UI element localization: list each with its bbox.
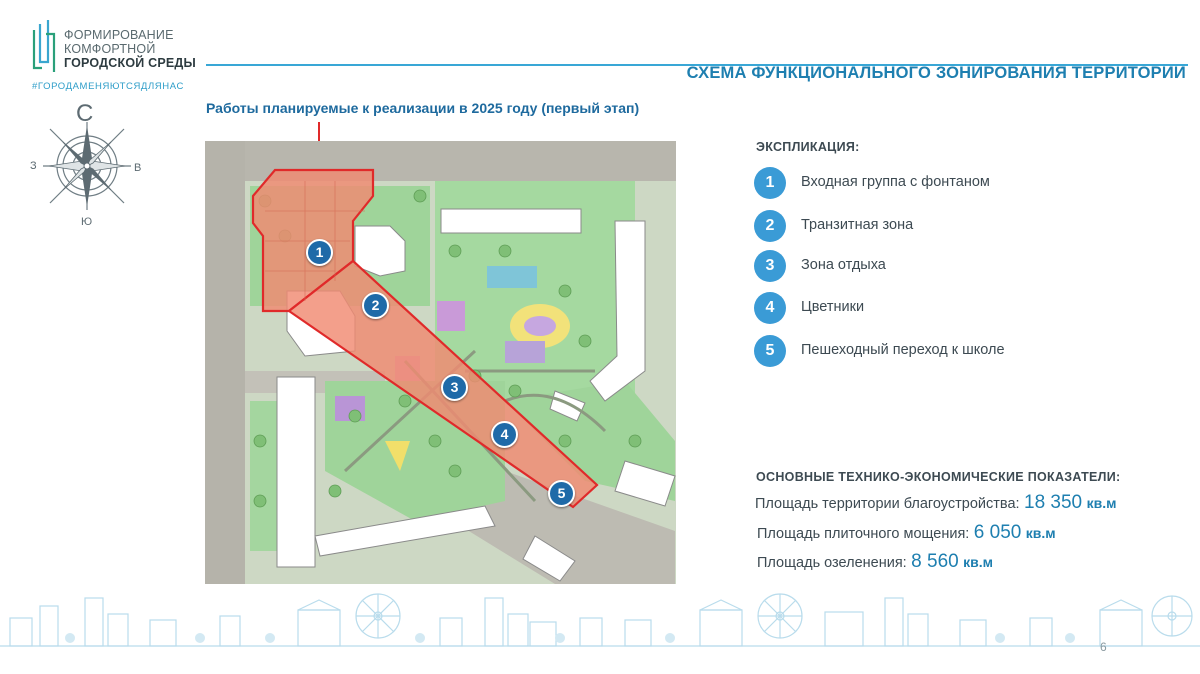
plan-marker-1: 1 (306, 239, 333, 266)
plan-marker-3: 3 (441, 374, 468, 401)
explication-label: Транзитная зона (801, 217, 914, 233)
explication-item: 4 Цветники (754, 292, 1174, 324)
indicator-label: Площадь плиточного мощения: (757, 526, 970, 542)
explication-item: 5 Пешеходный переход к школе (754, 335, 1174, 367)
indicator-unit: кв.м (963, 554, 994, 570)
compass-rose-icon: С Ю З В (28, 100, 146, 232)
explication-number: 1 (754, 167, 786, 199)
explication-item: 2 Транзитная зона (754, 210, 1174, 242)
explication-number: 5 (754, 335, 786, 367)
explication-number: 4 (754, 292, 786, 324)
explication-item: 1 Входная группа с фонтаном (754, 167, 1174, 199)
indicator-label: Площадь озеленения: (757, 555, 907, 571)
indicator-row: Площадь озеленения: 8 560 кв.м (757, 551, 993, 573)
indicator-row: Площадь территории благоустройства: 18 3… (755, 492, 1116, 514)
slide-title: СХЕМА ФУНКЦИОНАЛЬНОГО ЗОНИРОВАНИЯ ТЕРРИТ… (686, 64, 1186, 82)
compass-west: З (30, 160, 37, 172)
logo: ФОРМИРОВАНИЕ КОМФОРТНОЙ ГОРОДСКОЙ СРЕДЫ … (26, 18, 196, 98)
logo-text: ФОРМИРОВАНИЕ КОМФОРТНОЙ ГОРОДСКОЙ СРЕДЫ (64, 28, 196, 70)
explication-label: Цветники (801, 299, 865, 315)
indicator-row: Площадь плиточного мощения: 6 050 кв.м (757, 522, 1056, 544)
logo-line-1: ФОРМИРОВАНИЕ (64, 28, 174, 42)
explication-number: 2 (754, 210, 786, 242)
explication-label: Входная группа с фонтаном (801, 174, 990, 190)
plan-marker-2: 2 (362, 292, 389, 319)
indicator-unit: кв.м (1086, 495, 1117, 511)
city-skyline-decoration (0, 588, 1200, 650)
compass-east: В (134, 162, 142, 174)
explication-label: Пешеходный переход к школе (801, 342, 1005, 358)
title-divider (206, 64, 1188, 66)
explication-label: Зона отдыха (801, 257, 886, 273)
site-plan-map: 1 2 3 4 5 (205, 141, 676, 584)
logo-line-2: КОМФОРТНОЙ (64, 42, 156, 56)
logo-line-3: ГОРОДСКОЙ СРЕДЫ (64, 56, 196, 70)
logo-hashtag: #ГОРОДАМЕНЯЮТСЯДЛЯНАС (32, 81, 184, 92)
indicator-value: 6 050 (973, 522, 1022, 543)
indicator-label: Площадь территории благоустройства: (755, 496, 1020, 512)
indicators-title: ОСНОВНЫЕ ТЕХНИКО-ЭКОНОМИЧЕСКИЕ ПОКАЗАТЕЛ… (756, 470, 1121, 484)
indicator-value: 8 560 (911, 551, 959, 572)
explication-title: ЭКСПЛИКАЦИЯ: (756, 140, 860, 154)
plan-subtitle: Работы планируемые к реализации в 2025 г… (206, 100, 640, 116)
explication-item: 3 Зона отдыха (754, 250, 1174, 282)
explication-number: 3 (754, 250, 786, 282)
compass-north: С (76, 100, 94, 127)
logo-mark-icon (32, 20, 56, 72)
compass-south: Ю (81, 216, 93, 228)
plan-marker-5: 5 (548, 480, 575, 507)
indicator-value: 18 350 (1024, 492, 1083, 513)
page-number: 6 (1100, 640, 1107, 654)
plan-marker-4: 4 (491, 421, 518, 448)
indicator-unit: кв.м (1025, 525, 1056, 541)
